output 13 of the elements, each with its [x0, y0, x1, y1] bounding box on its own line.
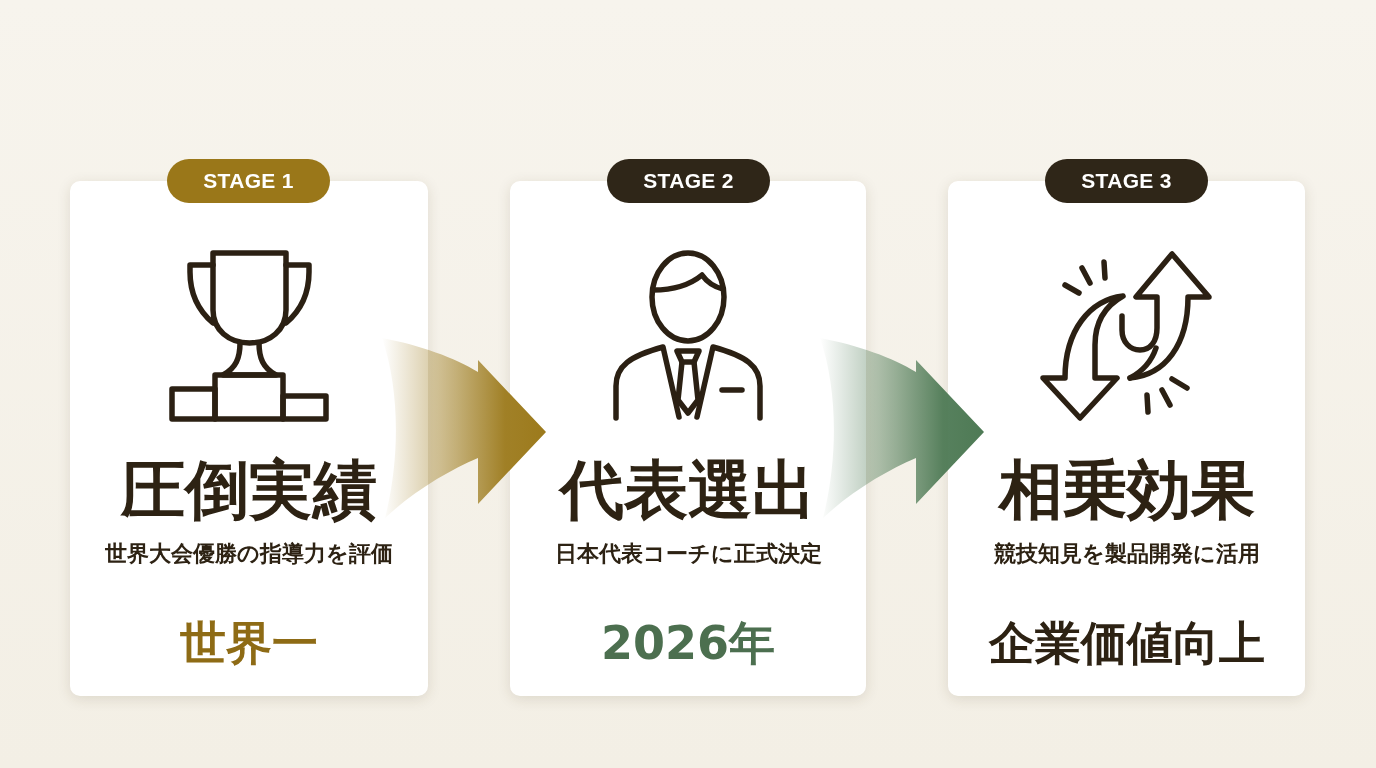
stage-title: 相乗効果: [998, 454, 1255, 526]
stage-description: 競技知見を製品開発に活用: [993, 541, 1260, 567]
stage-description: 世界大会優勝の指導力を評価: [105, 541, 393, 567]
highlight-text: 企業価値向上: [988, 617, 1265, 669]
stage-badge: STAGE 1: [167, 159, 330, 203]
stage-badge: STAGE 2: [607, 159, 770, 203]
highlight-text: 世界一: [180, 617, 318, 669]
highlight-text: 2026年: [601, 617, 775, 669]
stage-badge: STAGE 3: [1045, 159, 1208, 203]
stage-description: 日本代表コーチに正式決定: [554, 541, 822, 567]
stage-title: 圧倒実績: [121, 454, 377, 526]
arrow: [382, 338, 546, 518]
stage-title: 代表選出: [560, 454, 816, 526]
